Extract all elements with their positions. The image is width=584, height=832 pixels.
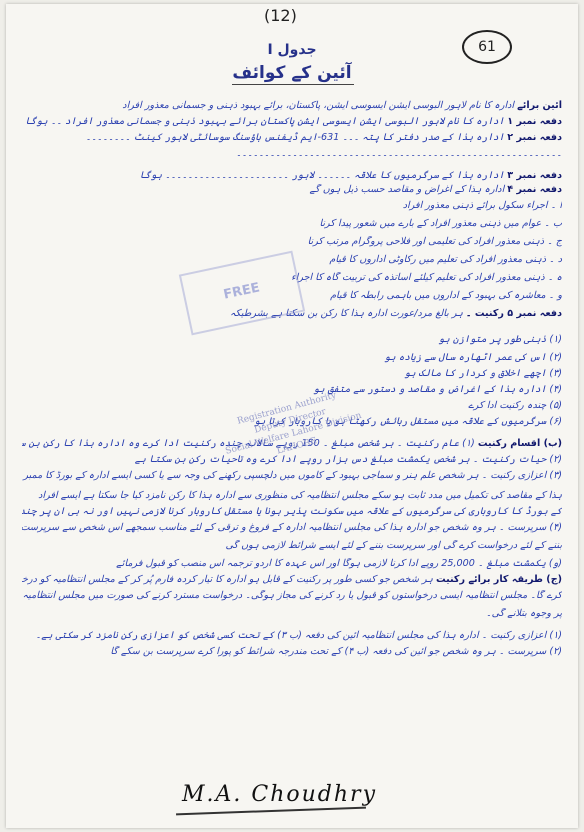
- form-row: دفعہ نمبر ۳ ادارہ ہذا کے سرگرمیوں کا علا…: [22, 170, 563, 182]
- signature-line: [176, 806, 366, 816]
- form-row: دفعہ نمبر ۵ رکنیت ۔ ہر بالغ مرد/عورت ادا…: [22, 308, 562, 320]
- row-text: ب ۔ عوام میں ذہنی معذور افراد کے بارے می…: [319, 218, 562, 229]
- row-text: (۵) چندہ رکنیت ادا کرے: [468, 400, 562, 411]
- form-row: ہذا کے مقاصد کی تکمیل میں مدد ثابت ہو سک…: [22, 490, 562, 502]
- form-row: (۴) ادارہ ہذا کے اغراض و مقاصد و دستور س…: [22, 384, 562, 396]
- form-row: کرے گا۔ مجلس انتظامیہ ایسی درخواستوں کو …: [22, 590, 562, 602]
- row-text: (۱) ذہنی طور پر متوازن ہو: [438, 334, 562, 345]
- table-number: جدول I: [267, 42, 317, 58]
- form-row: (۱) ذہنی طور پر متوازن ہو: [22, 334, 562, 346]
- row-text: (۱) عام رکنیت ۔ ہر شخص مبلغ ۔ 150 روپے س…: [22, 438, 475, 449]
- row-label: دفعہ نمبر ۳: [507, 170, 562, 181]
- form-row: بننے کے لئے درخواست کرے گی اور سرپرست بن…: [22, 540, 562, 552]
- row-text: (و) یکمشت مبلغ ۔ 25,000 روپے ادا کرنا لا…: [116, 558, 562, 569]
- page-number: (12): [264, 6, 297, 25]
- form-row: و ۔ معاشرہ کی بہبود کے اداروں میں باہمی …: [22, 290, 562, 302]
- row-text: (۲) سرپرست ۔ ہر وہ شخص جو آئین کی دفعہ (…: [110, 646, 562, 657]
- circled-page-number: 61: [462, 30, 512, 64]
- form-row: دفعہ نمبر ۱ ادارہ کا نام لاہور البوسی ای…: [22, 116, 562, 128]
- form-row: (۴) سرپرست ۔ ہر وہ شخص جو ادارہ ہذا کی م…: [22, 522, 562, 534]
- form-row: (ج) طریقہ کار برائے رکنیت ہر شخص جو کسی …: [22, 574, 562, 586]
- form-row: کے بورڈ کا کاروباری کی سرگرمیوں کے علاقہ…: [22, 506, 562, 518]
- row-text: (۴) سرپرست ۔ ہر وہ شخص جو ادارہ ہذا کی م…: [22, 522, 562, 533]
- row-text: د ۔ ذہنی معذور افراد کی تعلیم میں رکاوٹی…: [329, 254, 562, 265]
- row-text: (۶) سرگرمیوں کے علاقہ میں مستقل رہائش رک…: [254, 416, 562, 427]
- title-underline: [232, 84, 354, 85]
- row-label: دفعہ نمبر ۴: [507, 184, 562, 195]
- row-label: دفعہ نمبر ۵ رکنیت ۔: [465, 308, 562, 319]
- row-label: دفعہ نمبر ۱: [507, 116, 562, 127]
- row-text: ادارہ کا نام لاہور البوسی ایشن ایسوسی ای…: [25, 116, 505, 127]
- form-row: پر وجوہ بتلانے گی۔: [22, 608, 562, 620]
- form-row: (۲) حیات رکنیت ۔ ہر شخص یکمشت مبلغ دس ہز…: [22, 454, 562, 466]
- row-label: (ج) طریقہ کار برائے رکنیت: [435, 574, 562, 585]
- signature: M.A. Choudhry: [182, 782, 378, 807]
- row-text: ادارہ ہذا کے اغراض و مقاصد حسب ذیل ہوں گ…: [309, 184, 505, 195]
- form-row: (ب) اقسام رکنیت (۱) عام رکنیت ۔ ہر شخص م…: [22, 438, 562, 450]
- row-text: ا ۔ اجراء سکول برائے ذہنی معذور افراد: [402, 200, 562, 211]
- form-row: ہ ۔ ذہنی معذور افراد کی تعلیم کیلئے اسات…: [22, 272, 562, 284]
- form-row: (۲) اس کی عمر اٹھارہ سال سے زیادہ ہو: [22, 352, 562, 364]
- form-row: (۳) اعزازی رکنیت ۔ ہر شخص علم ہنر و سماج…: [22, 470, 562, 482]
- row-text: ۔۔۔۔۔۔۔۔۔۔۔۔۔۔۔۔۔۔۔۔۔۔۔۔۔۔۔۔۔۔۔۔۔۔۔۔۔۔۔۔…: [235, 148, 562, 159]
- form-row: ج ۔ ذہنی معذور افراد کی تعلیمی اور فلاحی…: [22, 236, 562, 248]
- row-text: (۳) اعزازی رکنیت ۔ ہر شخص علم ہنر و سماج…: [22, 470, 562, 481]
- row-text: ہر بالغ مرد/عورت ادارہ ہذا کا رکن بن سکت…: [229, 308, 463, 319]
- row-text: (۲) اس کی عمر اٹھارہ سال سے زیادہ ہو: [384, 352, 562, 363]
- row-text: ہ ۔ ذہنی معذور افراد کی تعلیم کیلئے اسات…: [291, 272, 562, 283]
- row-text: کرے گا۔ مجلس انتظامیہ ایسی درخواستوں کو …: [22, 590, 562, 601]
- row-text: کے بورڈ کا کاروباری کی سرگرمیوں کے علاقہ…: [22, 506, 562, 517]
- form-row: (۵) چندہ رکنیت ادا کرے: [22, 400, 562, 412]
- row-text: ادارہ ہذا کے سرگرمیوں کا علاقہ ۔۔۔۔۔۔ لا…: [139, 170, 505, 181]
- form-row: (۶) سرگرمیوں کے علاقہ میں مستقل رہائش رک…: [22, 416, 562, 428]
- page-title: آئین کے کوائف: [232, 63, 352, 83]
- form-row: د ۔ ذہنی معذور افراد کی تعلیم میں رکاوٹی…: [22, 254, 562, 266]
- row-label: دفعہ نمبر ۲: [507, 132, 562, 143]
- form-row: دفعہ نمبر ۴ ادارہ ہذا کے اغراض و مقاصد ح…: [22, 184, 562, 196]
- form-row: (و) یکمشت مبلغ ۔ 25,000 روپے ادا کرنا لا…: [22, 558, 562, 570]
- row-text: (۳) اچھے اخلاق و کردار کا مالک ہو: [404, 368, 562, 379]
- row-text: ہر شخص جو کسی طور پر رکنیت کے قابل ہو اد…: [22, 574, 433, 585]
- row-text: بننے کے لئے درخواست کرے گی اور سرپرست بن…: [225, 540, 562, 551]
- form-row: ب ۔ عوام میں ذہنی معذور افراد کے بارے می…: [22, 218, 562, 230]
- form-row: دفعہ نمبر ۲ ادارہ ہذا کے صدر دفتر کا پتہ…: [22, 132, 562, 144]
- row-text: (۴) ادارہ ہذا کے اغراض و مقاصد و دستور س…: [313, 384, 562, 395]
- row-text: پر وجوہ بتلانے گی۔: [485, 608, 562, 619]
- row-label: آئین برائے: [517, 100, 562, 111]
- document-page: (12) 61 جدول I آئین کے کوائف آئین برائے …: [6, 4, 578, 828]
- row-text: (۲) حیات رکنیت ۔ ہر شخص یکمشت مبلغ دس ہز…: [134, 454, 562, 465]
- row-text: و ۔ معاشرہ کی بہبود کے اداروں میں باہمی …: [330, 290, 562, 301]
- row-text: ادارہ ہذا کے صدر دفتر کا پتہ ۔۔۔ 631-ایم…: [85, 132, 505, 143]
- row-label: (ب) اقسام رکنیت: [477, 438, 562, 449]
- form-row: ۔۔۔۔۔۔۔۔۔۔۔۔۔۔۔۔۔۔۔۔۔۔۔۔۔۔۔۔۔۔۔۔۔۔۔۔۔۔۔۔…: [22, 148, 562, 160]
- row-text: (۱) اعزازی رکنیت ۔ ادارہ ہذا کی مجلس انت…: [35, 630, 562, 641]
- form-row: (۱) اعزازی رکنیت ۔ ادارہ ہذا کی مجلس انت…: [22, 630, 562, 642]
- form-row: آئین برائے ادارہ کا نام لاہور البوسی ایش…: [22, 100, 562, 112]
- form-row: (۲) سرپرست ۔ ہر وہ شخص جو آئین کی دفعہ (…: [22, 646, 562, 658]
- row-text: ادارہ کا نام لاہور البوسی ایشن ایسوسی ای…: [122, 100, 515, 111]
- row-text: ج ۔ ذہنی معذور افراد کی تعلیمی اور فلاحی…: [307, 236, 562, 247]
- row-text: ہذا کے مقاصد کی تکمیل میں مدد ثابت ہو سک…: [38, 490, 562, 501]
- form-row: ا ۔ اجراء سکول برائے ذہنی معذور افراد: [22, 200, 562, 212]
- form-row: (۳) اچھے اخلاق و کردار کا مالک ہو: [22, 368, 562, 380]
